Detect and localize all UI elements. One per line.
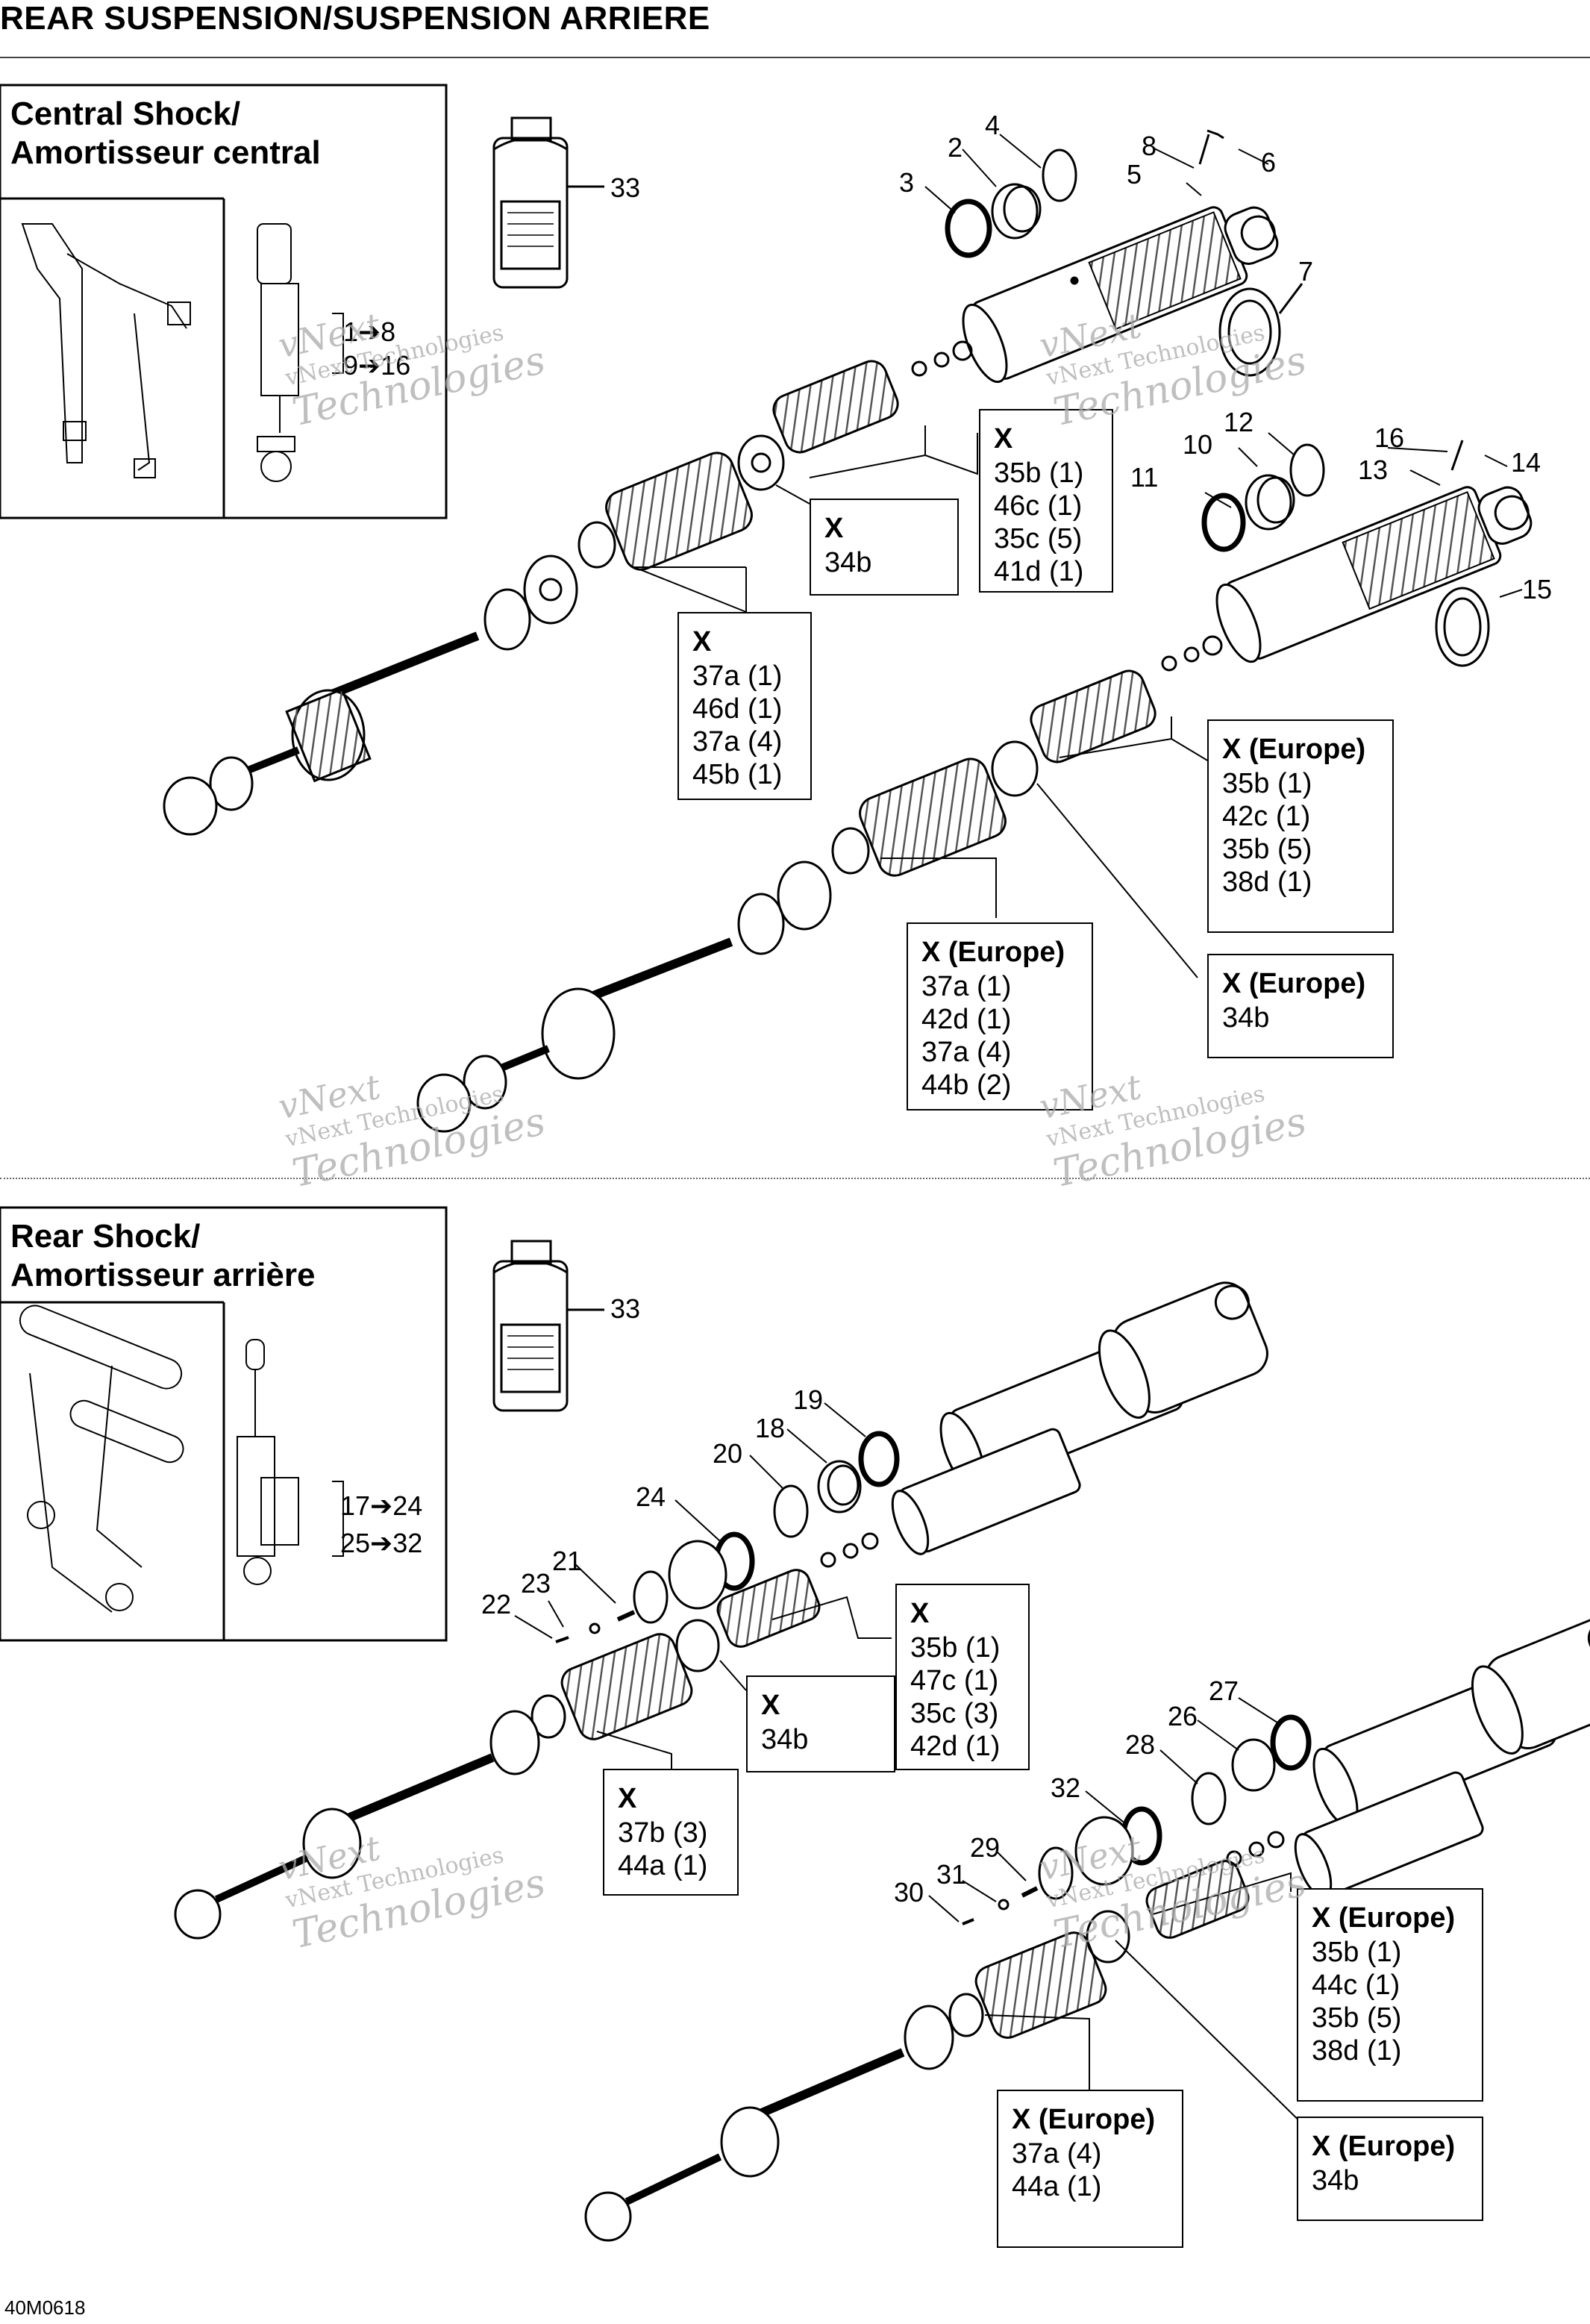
page-title: REAR SUSPENSION/SUSPENSION ARRIERE (0, 0, 710, 37)
box-line: 47c (1) (910, 1665, 999, 1696)
box-head: X (994, 423, 1013, 455)
box-line: 37b (3) (618, 1817, 708, 1849)
rear-info-box-d: X (Europe) 35b (1) 44c (1) 35b (5) 38d (… (1297, 1888, 1483, 2102)
box-line: 42d (1) (921, 1004, 1012, 1035)
central-title-line1: Central Shock/ (10, 96, 241, 132)
central-info-box-e: X (Europe) 37a (1) 42d (1) 37a (4) 44b (… (907, 922, 1093, 1111)
rear-range-1: 17➔24 (340, 1490, 423, 1521)
callout-32: 32 (1051, 1772, 1081, 1803)
box-line: 34b (1312, 2165, 1359, 2196)
box-line: 44a (1) (618, 1850, 708, 1881)
rear-info-box-e: X (Europe) 37a (4) 44a (1) (997, 2090, 1183, 2248)
callout-26: 26 (1168, 1701, 1198, 1731)
rear-info-box-c: X 37b (3) 44a (1) (603, 1769, 739, 1896)
box-line: 35b (1) (994, 457, 1084, 489)
central-info-box-a: X 35b (1) 46c (1) 35c (5) 41d (1) (979, 409, 1113, 593)
callout-13: 13 (1358, 455, 1389, 485)
central-title-line2: Amortisseur central (10, 134, 321, 171)
box-line: 35b (5) (1222, 834, 1312, 865)
callout-3: 3 (899, 167, 915, 198)
box-line: 37a (4) (921, 1037, 1012, 1068)
box-line: 38d (1) (1312, 2035, 1402, 2067)
box-head: X (618, 1783, 637, 1814)
box-line: 37a (1) (692, 660, 783, 692)
callout-23: 23 (521, 1568, 551, 1599)
rear-title-line2: Amortisseur arrière (10, 1257, 316, 1293)
callout-18: 18 (755, 1413, 786, 1443)
callout-5: 5 (1127, 159, 1142, 190)
central-range-1: 1➔8 (343, 316, 396, 347)
callout-21: 21 (552, 1546, 583, 1576)
box-line: 35c (5) (994, 523, 1083, 555)
box-line: 35b (5) (1312, 2002, 1402, 2034)
box-line: 41d (1) (994, 556, 1084, 587)
callout-20: 20 (713, 1438, 743, 1469)
box-head: X (Europe) (1312, 2131, 1456, 2162)
box-line: 46c (1) (994, 490, 1083, 522)
callout-16: 16 (1374, 422, 1405, 453)
box-line: 35b (1) (1222, 768, 1312, 799)
box-line: 38d (1) (1222, 866, 1312, 898)
callout-14: 14 (1511, 447, 1542, 478)
rear-info-box-a: X 35b (1) 47c (1) 35c (3) 42d (1) (895, 1584, 1030, 1770)
callout-24: 24 (636, 1481, 666, 1512)
box-line: 35b (1) (910, 1632, 1001, 1664)
central-range-2: 9➔16 (343, 350, 411, 381)
box-line: 35c (3) (910, 1698, 999, 1729)
box-head: X (Europe) (1222, 734, 1366, 765)
callout-10: 10 (1183, 429, 1213, 460)
box-line: 46d (1) (692, 693, 783, 725)
box-line: 42d (1) (910, 1731, 1001, 1762)
callout-33-rear: 33 (610, 1293, 641, 1324)
rear-info-box-f: X (Europe) 34b (1297, 2117, 1483, 2221)
callout-19: 19 (793, 1384, 824, 1415)
box-line: 37a (1) (921, 971, 1012, 1002)
rear-range-2: 25➔32 (340, 1528, 423, 1558)
callout-31: 31 (936, 1859, 967, 1890)
box-head: X (761, 1690, 780, 1721)
box-head: X (692, 626, 712, 657)
callout-6: 6 (1261, 147, 1277, 178)
callout-22: 22 (481, 1589, 512, 1619)
callout-11: 11 (1130, 462, 1159, 493)
box-line: 34b (1222, 1002, 1270, 1034)
box-line: 37a (4) (1012, 2138, 1102, 2170)
box-line: 37a (4) (692, 726, 783, 758)
callout-12: 12 (1224, 407, 1254, 437)
box-line: 34b (761, 1724, 809, 1755)
callout-2: 2 (948, 132, 963, 163)
box-line: 34b (824, 547, 872, 578)
box-line: 44b (2) (921, 1069, 1012, 1101)
callout-29: 29 (970, 1832, 1001, 1863)
central-info-box-d: X (Europe) 35b (1) 42c (1) 35b (5) 38d (… (1207, 719, 1394, 933)
callout-7: 7 (1298, 256, 1314, 287)
callout-4: 4 (985, 110, 1001, 140)
central-info-box-f: X (Europe) 34b (1207, 954, 1394, 1058)
box-line: 44c (1) (1312, 1970, 1400, 2001)
callout-27: 27 (1209, 1675, 1239, 1706)
figure-code: 40M0618 (4, 2296, 86, 2319)
callout-8: 8 (1142, 131, 1157, 161)
box-head: X (910, 1598, 930, 1629)
rear-title-line1: Rear Shock/ (10, 1218, 201, 1255)
box-head: X (Europe) (921, 937, 1065, 968)
box-line: 35b (1) (1312, 1937, 1402, 1968)
section-divider (0, 1178, 1590, 1179)
box-head: X (824, 513, 844, 544)
box-head: X (Europe) (1012, 2104, 1156, 2135)
central-info-box-c: X 37a (1) 46d (1) 37a (4) 45b (1) (677, 612, 812, 800)
callout-15: 15 (1522, 574, 1553, 605)
box-line: 45b (1) (692, 759, 783, 790)
box-head: X (Europe) (1312, 1902, 1456, 1934)
callout-33-central: 33 (610, 172, 641, 203)
callout-28: 28 (1125, 1729, 1156, 1760)
rear-info-box-b: X 34b (746, 1675, 895, 1772)
box-line: 44a (1) (1012, 2171, 1102, 2202)
box-line: 42c (1) (1222, 801, 1311, 832)
callout-30: 30 (894, 1877, 924, 1908)
central-info-box-b: X 34b (810, 499, 959, 596)
title-rule (0, 57, 1590, 58)
box-head: X (Europe) (1222, 968, 1366, 999)
